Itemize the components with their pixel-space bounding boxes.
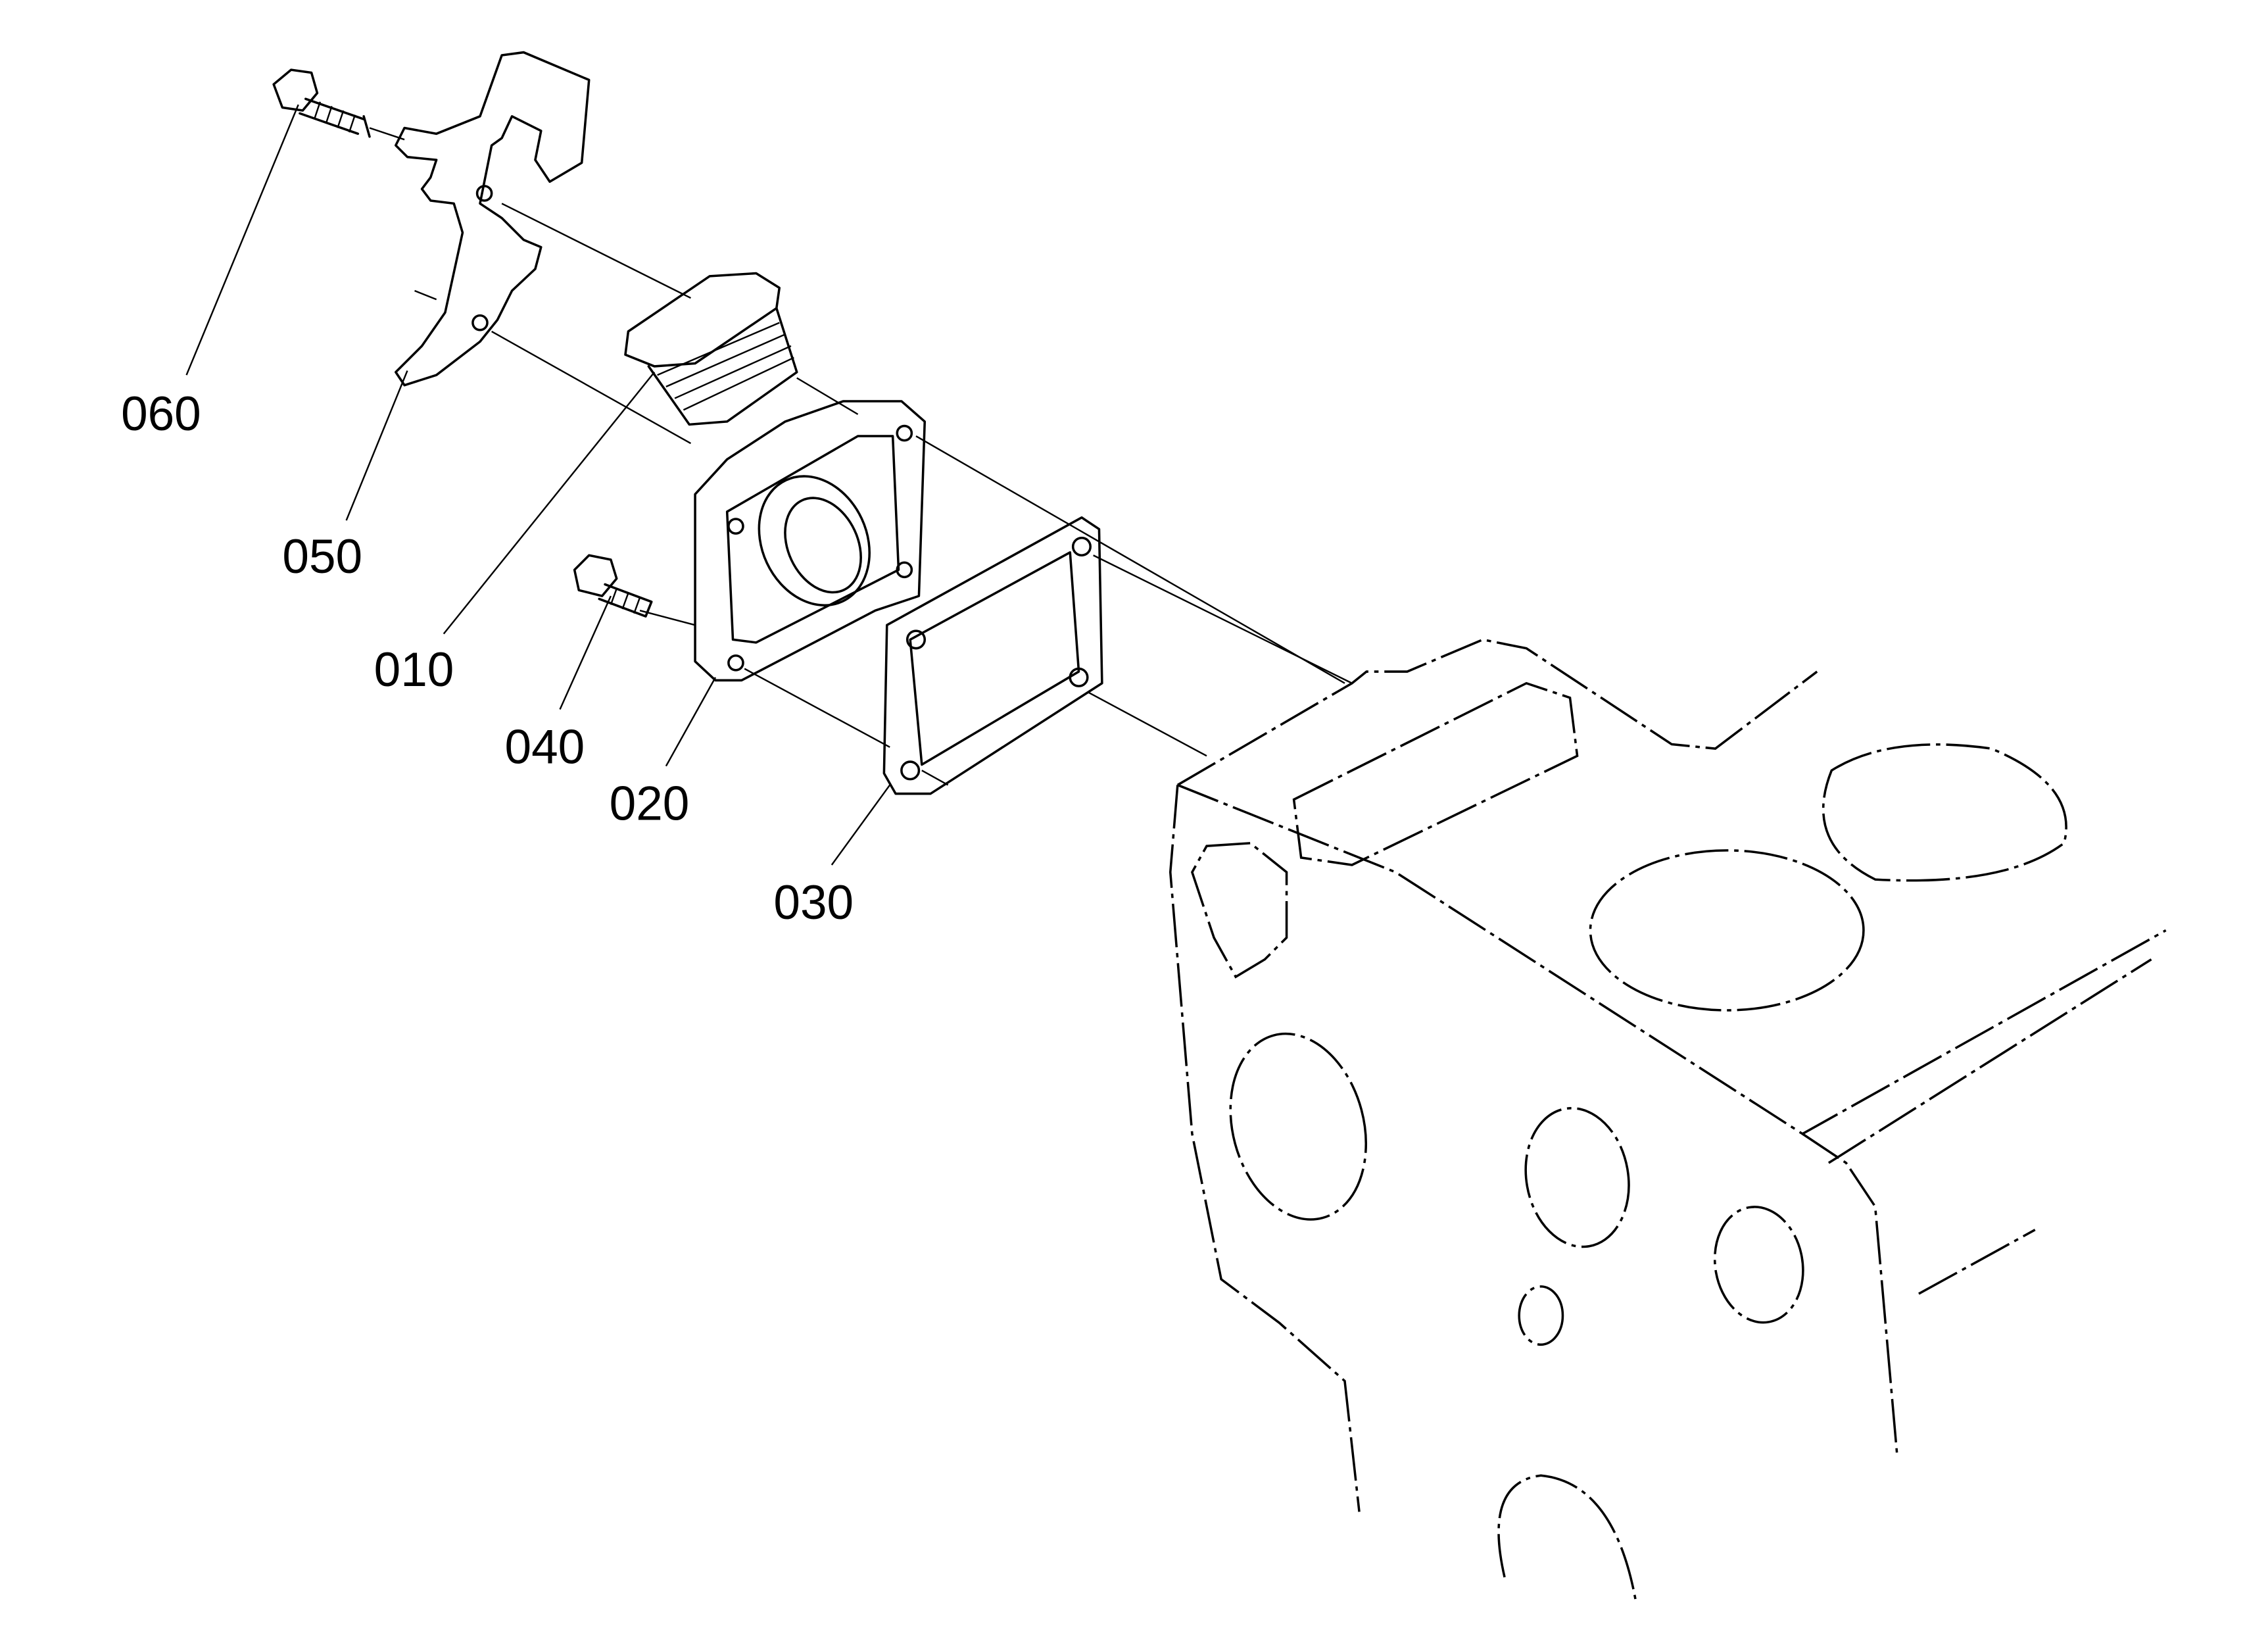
bracket-050 [395, 51, 692, 445]
callout-030: 030 [773, 876, 854, 929]
engine-block [1169, 638, 2167, 1600]
callout-020: 020 [610, 777, 690, 830]
callout-060: 060 [121, 387, 201, 441]
callout-050: 050 [282, 530, 362, 583]
bolt-040 [573, 554, 653, 618]
gasket-030 [882, 516, 1353, 795]
housing-020 [639, 400, 1345, 749]
bolt-060 [272, 68, 405, 141]
callout-010: 010 [374, 643, 454, 697]
leader-lines [185, 104, 891, 866]
callout-040: 040 [505, 720, 585, 774]
plug-010 [624, 272, 859, 426]
